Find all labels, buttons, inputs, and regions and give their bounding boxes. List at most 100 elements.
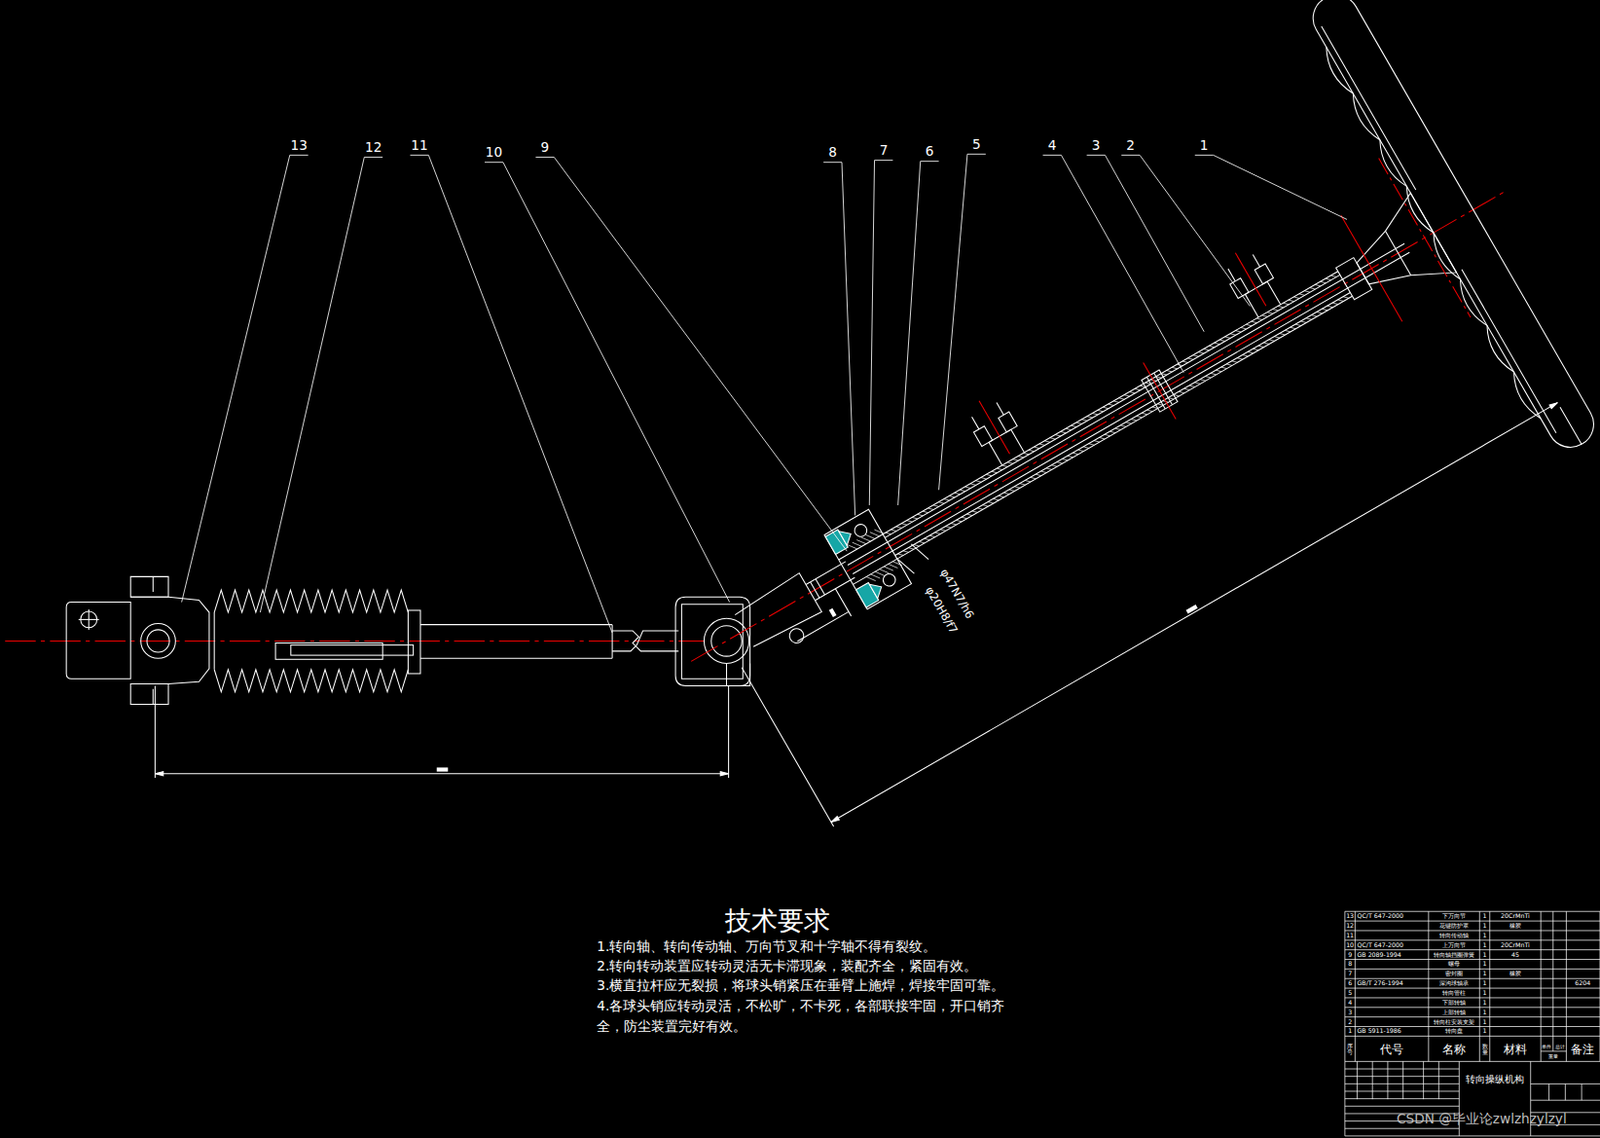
leader-line: [259, 156, 364, 613]
title-block: [1564, 1083, 1566, 1100]
transmission-shaft: [675, 596, 751, 686]
title-block: [1540, 1050, 1566, 1052]
leader-line: [181, 153, 1347, 633]
transmission-shaft: [146, 629, 170, 653]
callout-number: 5: [972, 137, 982, 153]
table-cell: 45: [1511, 950, 1520, 958]
table-cell: 7: [1347, 970, 1352, 978]
transmission-shaft: [152, 576, 154, 704]
table-header: 名称: [1442, 1043, 1466, 1056]
steering-column: [1244, 281, 1280, 318]
title-block: [1565, 910, 1567, 1061]
steering-column: [979, 400, 1010, 454]
leader-line: [553, 156, 847, 551]
leader-line: [503, 162, 730, 603]
table-header: 备注: [1570, 1043, 1595, 1056]
steering-column: [741, 248, 1582, 864]
table-cell: QC/T 647-2000: [1356, 941, 1404, 948]
table-cell: 转向轴挡圈弹簧: [1433, 950, 1475, 958]
steering-drawing: [4, 0, 1600, 1136]
callout-number: 7: [879, 143, 889, 159]
callout-number: 8: [828, 145, 837, 161]
title-block: [1427, 910, 1429, 1061]
table-cell: 20CrMnTi: [1500, 941, 1530, 948]
table-header: 材料: [1503, 1043, 1528, 1056]
leader-line: [409, 154, 429, 156]
steering-column: [1230, 278, 1249, 299]
transmission-shaft: [130, 576, 169, 597]
table-cell: 1: [1483, 970, 1488, 978]
table-header: 序号: [1346, 1042, 1353, 1055]
note-text: 1.转向轴、转向传动轴、万向节叉和十字轴不得有裂纹。: [596, 939, 937, 955]
leader-line: [1139, 154, 1250, 306]
table-cell: 12: [1345, 921, 1354, 929]
table-cell: GB 5911-1986: [1356, 1027, 1401, 1035]
steering-column: [998, 411, 1018, 433]
transmission-shaft: [681, 604, 743, 680]
title-block: [1345, 1134, 1600, 1136]
transmission-shaft: [214, 612, 216, 670]
transmission-shaft: [612, 630, 679, 652]
callout-number: 13: [290, 138, 308, 154]
transmission-shaft: [154, 772, 728, 774]
title-block: [1345, 1105, 1459, 1107]
steering-column: [825, 529, 879, 608]
callout-number: 3: [1091, 138, 1101, 154]
steering-column: [690, 191, 1504, 661]
table-cell: 花键防护罩: [1439, 921, 1469, 929]
leader-line: [1104, 154, 1204, 331]
steering-column: [973, 426, 992, 447]
leader-line: [1121, 154, 1140, 156]
title-block: [1344, 910, 1346, 1061]
transmission-shaft: [66, 602, 131, 680]
table-cell: 13: [1345, 912, 1354, 920]
transmission-shaft: [420, 624, 613, 659]
steering-column: [1186, 604, 1199, 614]
table-cell: 9: [1347, 950, 1352, 958]
table-cell: 10: [1345, 941, 1354, 948]
transmission-shaft: [727, 686, 729, 778]
table-cell: GB 2089-1994: [1356, 950, 1401, 958]
title-block: [1345, 1035, 1600, 1037]
transmission-shaft: [141, 623, 177, 659]
title-block: [1345, 1068, 1459, 1070]
table-cell: 转向柱安装支架: [1433, 1018, 1475, 1025]
steering-column: [1340, 192, 1457, 314]
steering-column: [1235, 253, 1266, 306]
leader-line: [1087, 154, 1106, 156]
table-cell: 8: [1347, 960, 1352, 968]
steering-column: [830, 400, 1559, 825]
steering-column: [1341, 215, 1403, 322]
title-block: [1548, 1083, 1550, 1100]
title-block: [1345, 948, 1600, 950]
table-header: 重量: [1548, 1053, 1559, 1059]
title-block: [1345, 939, 1600, 941]
callout-number: 11: [410, 138, 428, 154]
transmission-shaft: [290, 645, 414, 655]
table-cell: 橡胶: [1509, 921, 1522, 929]
callout-number: 6: [925, 144, 935, 160]
title-block: [1345, 1083, 1459, 1085]
callout-number: 1: [1200, 138, 1209, 154]
title-block: [1386, 1060, 1388, 1099]
leader-line: [898, 161, 921, 506]
table-header: 总计: [1555, 1043, 1565, 1050]
title-block: [1345, 996, 1600, 998]
note-text: 3.横直拉杆应无裂损，将球头销紧压在垂臂上施焊，焊接牢固可靠。: [596, 978, 1005, 994]
title-block: [1345, 1075, 1459, 1077]
transmission-shaft: [154, 686, 156, 778]
steering-column: [1336, 257, 1373, 300]
drawing-title: 转向操纵机构: [1465, 1072, 1525, 1085]
table-header: 单件: [1541, 1043, 1552, 1050]
steering-column: [787, 625, 807, 646]
table-cell: 转向传动轴: [1439, 931, 1469, 939]
title-block: [1354, 910, 1356, 1061]
leader-line: [939, 153, 968, 490]
steering-column: [784, 588, 852, 647]
steering-column: [838, 526, 886, 599]
leader-line: [869, 160, 874, 506]
table-cell: 转向管柱: [1442, 988, 1466, 996]
table-cell: 1: [1483, 1018, 1488, 1025]
transmission-shaft: [88, 609, 90, 630]
leader-line: [967, 153, 986, 155]
